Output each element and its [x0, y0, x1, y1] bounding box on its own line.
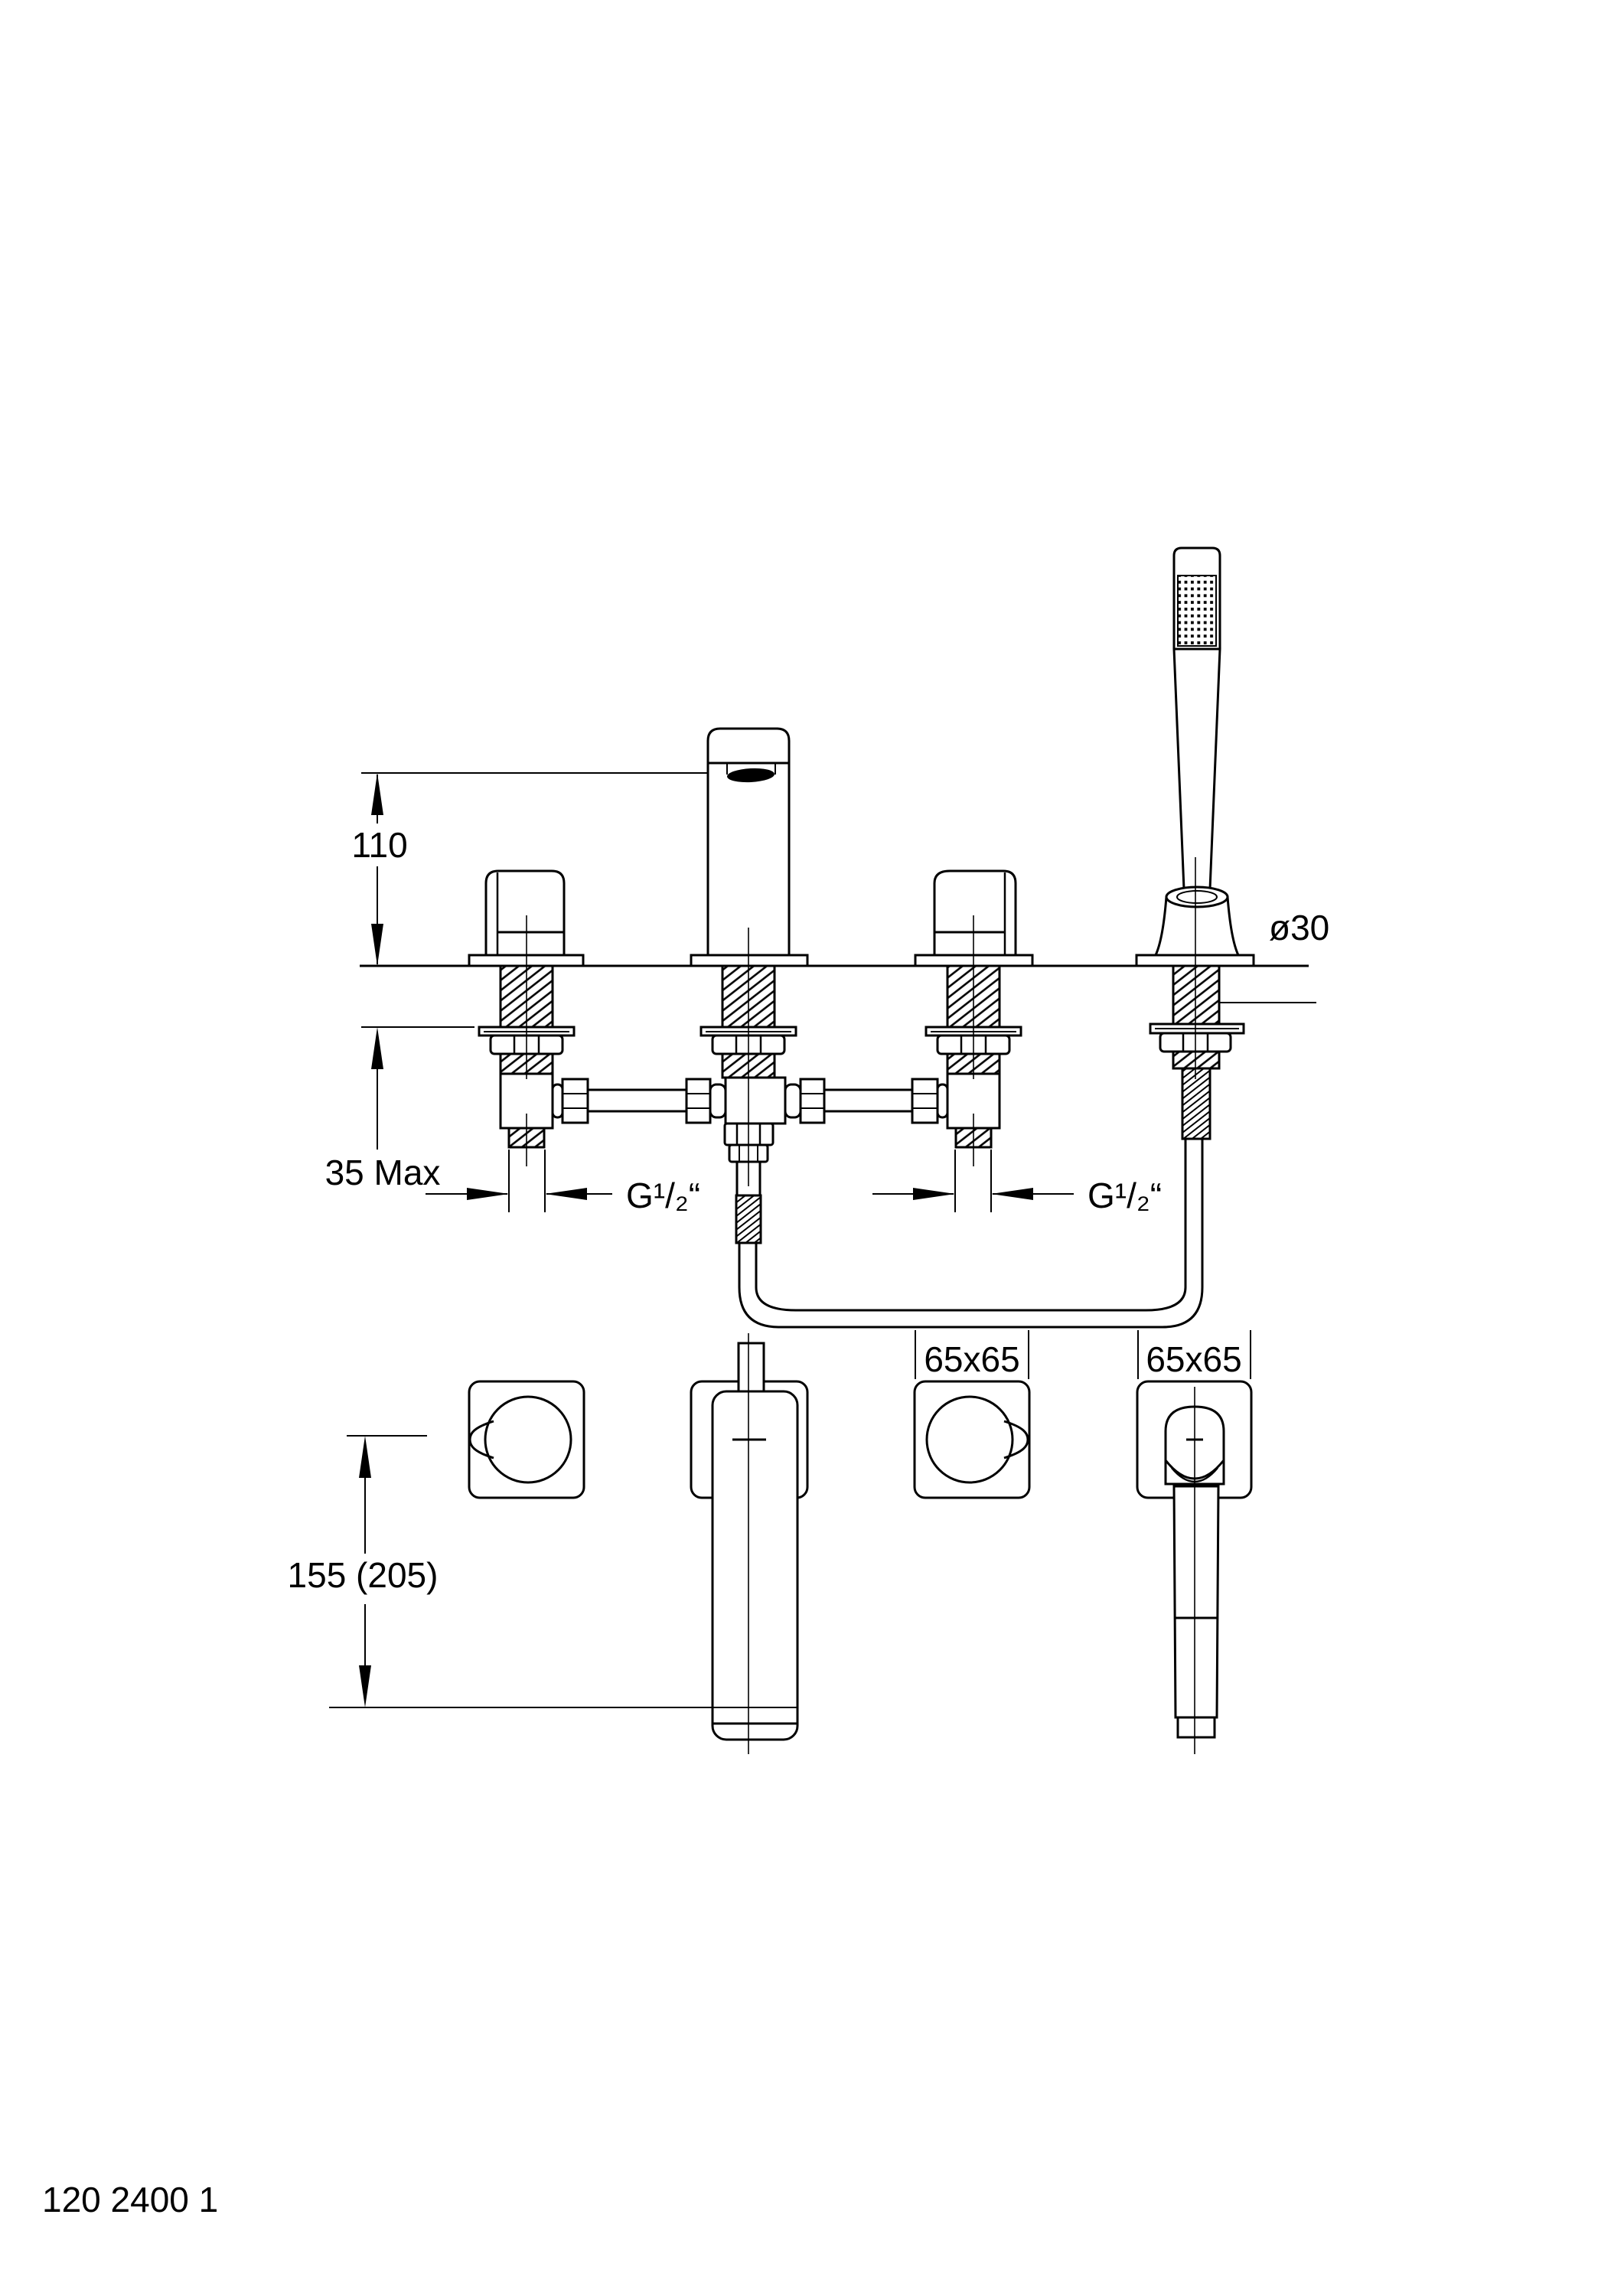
plan-spout: [690, 1333, 809, 1754]
part-number: 120 2400 1: [42, 2180, 218, 2219]
plan-right-handle: [913, 1380, 1031, 1499]
handshower-shank-assembly: [1149, 964, 1245, 1140]
dim-spout-height: 110: [351, 772, 708, 966]
pipe-right: [824, 1088, 912, 1113]
plan-handshower-wand: [1172, 1485, 1220, 1719]
centerlines: [526, 857, 1196, 1186]
left-valve-assembly: [478, 964, 589, 1149]
right-valve-assembly: [911, 964, 1022, 1149]
hose-connection-stub: [735, 1194, 762, 1244]
tee-left-nut: [685, 1078, 712, 1124]
dim-deck-thickness: 35 Max: [325, 1026, 474, 1192]
handshower-wand: [1172, 647, 1221, 891]
escutcheon-right-label: 65x65: [1146, 1339, 1241, 1379]
dim-110-label: 110: [351, 825, 407, 865]
left-valve-port-nut: [561, 1078, 589, 1124]
plan-right-handle-lever-tip: [1003, 1420, 1029, 1459]
dim-35max-label: 35 Max: [325, 1153, 441, 1192]
escutcheon-flanges: [468, 954, 1255, 967]
plan-handshower-wand-end: [1176, 1716, 1216, 1739]
thread-right-label: G¹/₂“: [1088, 1176, 1162, 1215]
height-reach-label: 155 (205): [288, 1555, 439, 1595]
handshower-hose: [738, 1139, 1204, 1329]
dim-escutcheon-right: 65x65: [1137, 1330, 1251, 1379]
right-valve-port-hub: [936, 1083, 949, 1119]
pipe-left: [588, 1088, 686, 1113]
right-valve-port-nut: [911, 1078, 939, 1124]
dim-height-reach: 155 (205): [288, 1435, 797, 1708]
dim-thread-right: G¹/₂“: [872, 1150, 1162, 1215]
plan-handshower: [1136, 1380, 1253, 1754]
plan-left-handle-lever-tip: [468, 1420, 494, 1459]
handshower-cradle-cone: [1153, 895, 1241, 957]
plan-left-handle: [468, 1380, 585, 1499]
thread-left-label: G¹/₂“: [626, 1176, 700, 1215]
escutcheon-left-label: 65x65: [924, 1339, 1019, 1379]
spout-outlet: [727, 768, 774, 783]
left-handle: [484, 869, 566, 957]
handshower-hose-nipple: [1181, 1067, 1211, 1140]
dim-escutcheon-left: 65x65: [915, 1330, 1029, 1379]
spout: [706, 727, 791, 957]
plan-spout-outlet-tip: [737, 1342, 765, 1393]
dim-thread-left: G¹/₂“: [426, 1150, 700, 1215]
dim-hose-hole: ø30: [1220, 908, 1329, 1003]
tee-body: [724, 1076, 787, 1125]
handshower-spray-face: [1177, 575, 1217, 647]
tee-right-nut: [799, 1078, 826, 1124]
hose-hole-label: ø30: [1269, 908, 1329, 947]
right-handle: [933, 869, 1017, 957]
plan-spout-body: [711, 1390, 799, 1741]
handshower: [1153, 546, 1241, 957]
left-valve-port-hub: [551, 1083, 564, 1119]
